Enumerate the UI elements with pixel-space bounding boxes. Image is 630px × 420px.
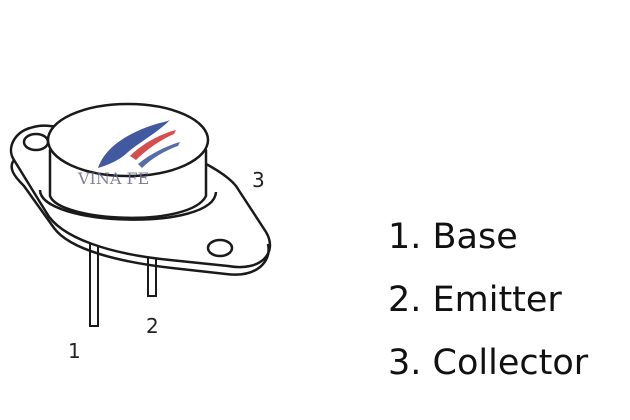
legend-item-base: 1. Base: [388, 217, 518, 257]
watermark-stripe-icon: [130, 130, 176, 160]
pin-legend: 1. Base 2. Emitter 3. Collector: [388, 220, 623, 409]
pin-number-2: 2: [146, 314, 159, 338]
watermark-stripe-icon-2: [138, 142, 180, 168]
legend-item-emitter: 2. Emitter: [388, 280, 562, 320]
legend-item-collector: 3. Collector: [388, 343, 589, 383]
watermark-text: VINA FE: [77, 169, 149, 188]
mounting-hole-right: [206, 238, 234, 258]
pin-number-3: 3: [252, 168, 265, 192]
mounting-hole-left: [22, 132, 50, 152]
cap-base-ring: [38, 189, 218, 221]
watermark-wing-icon: [98, 120, 170, 168]
pin-number-1: 1: [68, 339, 81, 363]
flange-rim: [10, 159, 270, 276]
watermark-logo: VINA FE: [77, 120, 180, 188]
